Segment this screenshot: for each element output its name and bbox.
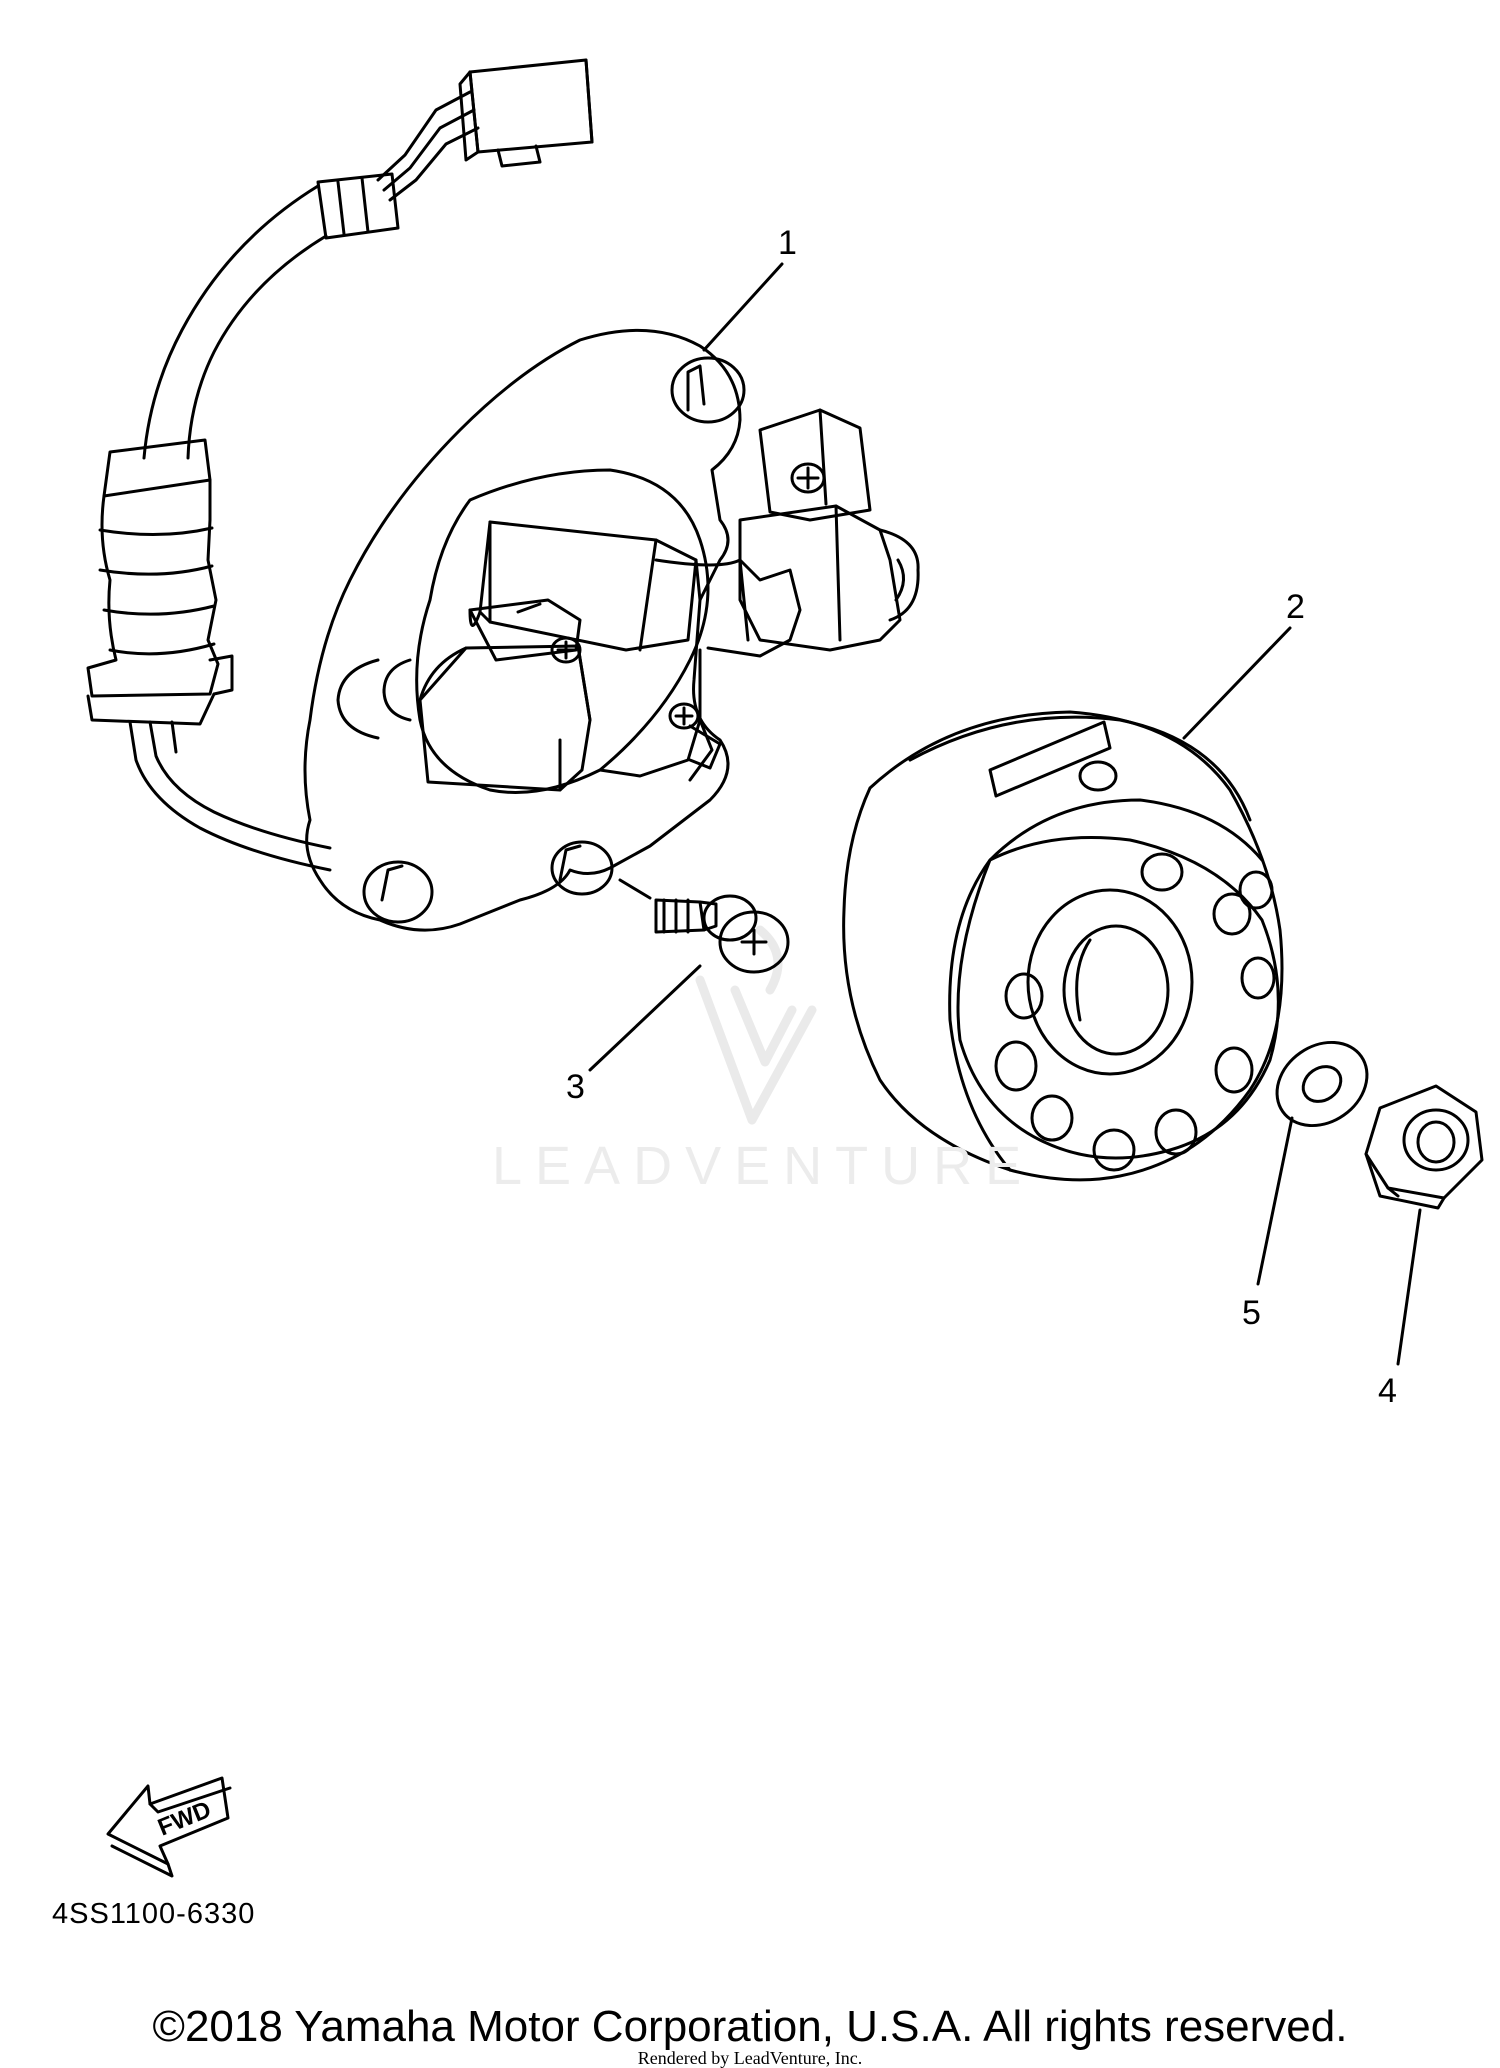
callout-4: 4 xyxy=(1378,1372,1397,1410)
leader-lines xyxy=(588,262,1422,1366)
copyright-notice: ©2018 Yamaha Motor Corporation, U.S.A. A… xyxy=(152,2002,1348,2051)
stator-plate xyxy=(303,328,746,932)
callout-1: 1 xyxy=(778,224,797,262)
callout-5: 5 xyxy=(1242,1294,1261,1332)
diagram-code: 4SS1100-6330 xyxy=(52,1898,256,1930)
wire-harness xyxy=(86,58,594,872)
watermark-logo xyxy=(695,925,817,1125)
screw xyxy=(618,878,790,974)
pickup-coil xyxy=(738,408,920,652)
stator-coils xyxy=(418,520,802,792)
callout-3: 3 xyxy=(566,1068,585,1106)
rendered-by-note: Rendered by LeadVenture, Inc. xyxy=(637,2048,863,2068)
washer xyxy=(1275,1040,1369,1128)
nut xyxy=(1364,1084,1484,1210)
callout-2: 2 xyxy=(1286,588,1305,626)
watermark-text: LEADVENTURE xyxy=(492,1136,1035,1196)
fwd-arrow xyxy=(106,1776,232,1878)
flywheel-rotor xyxy=(842,710,1284,1182)
